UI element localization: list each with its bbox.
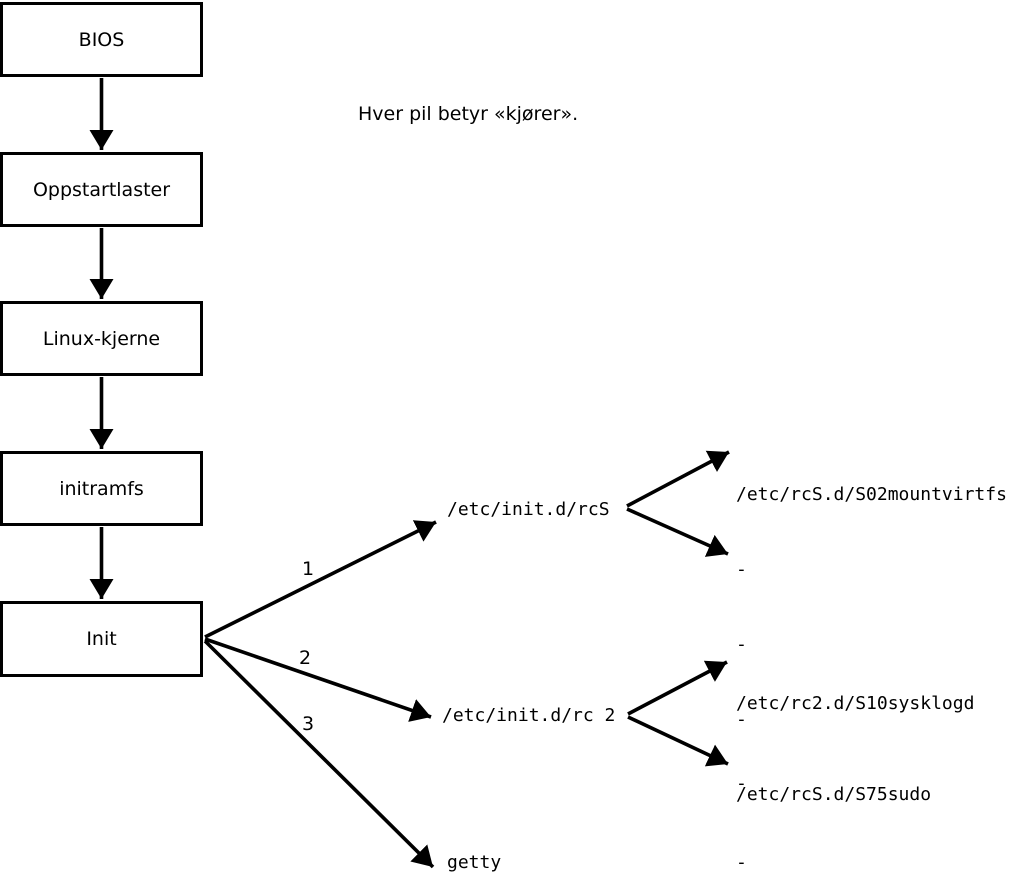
- node-linux-kernel: Linux-kjerne: [0, 301, 203, 376]
- node-init: Init: [0, 601, 203, 677]
- node-bios: BIOS: [0, 2, 203, 77]
- node-bootloader: Oppstartlaster: [0, 152, 203, 227]
- rcs-script-item: -: [736, 559, 747, 580]
- arrow-rc2-to-first-script: [627, 660, 728, 716]
- arrow-init-to-rc2: [204, 637, 432, 722]
- rc2-script-item: /etc/rc2.d/S10sysklogd: [736, 693, 975, 714]
- arrow-rc2-to-last-script: [627, 715, 729, 767]
- edge-order-2: 2: [299, 647, 312, 669]
- arrow-rcs-to-first-script: [626, 450, 730, 508]
- arrow-init-to-getty: [203, 639, 435, 869]
- rc2-script-list: /etc/rc2.d/S10sysklogd - - - /etc/rc2.d/…: [736, 638, 974, 875]
- arrow-rcs-to-last-script: [626, 507, 729, 557]
- process-getty-label: getty: [447, 852, 502, 873]
- rcs-script-item: /etc/rcS.d/S75sudo: [736, 784, 932, 805]
- node-linux-kernel-label: Linux-kjerne: [42, 327, 161, 350]
- rcs-script-list: /etc/rcS.d/S02mountvirtfs - - - /etc/rcS…: [736, 432, 1007, 857]
- node-init-label: Init: [86, 628, 117, 650]
- rc2-script-item: -: [736, 772, 747, 794]
- node-bootloader-label: Oppstartlaster: [32, 178, 171, 201]
- legend-note: Hver pil betyr «kjører».: [358, 103, 579, 125]
- node-initramfs: initramfs: [0, 451, 203, 526]
- rcs-script-item: -: [736, 709, 747, 730]
- rcs-script-item: -: [736, 634, 747, 655]
- edge-order-1: 1: [302, 558, 315, 580]
- node-initramfs-label: initramfs: [59, 477, 144, 500]
- rcs-script-item: /etc/rcS.d/S02mountvirtfs: [736, 484, 1007, 505]
- rc2-script-item: -: [736, 852, 747, 873]
- process-rcs-label: /etc/init.d/rcS: [447, 499, 610, 520]
- arrow-init-to-rcs: [204, 520, 437, 639]
- process-rc2-label: /etc/init.d/rc 2: [442, 705, 616, 726]
- node-bios-label: BIOS: [78, 28, 125, 51]
- edge-order-3: 3: [302, 713, 315, 735]
